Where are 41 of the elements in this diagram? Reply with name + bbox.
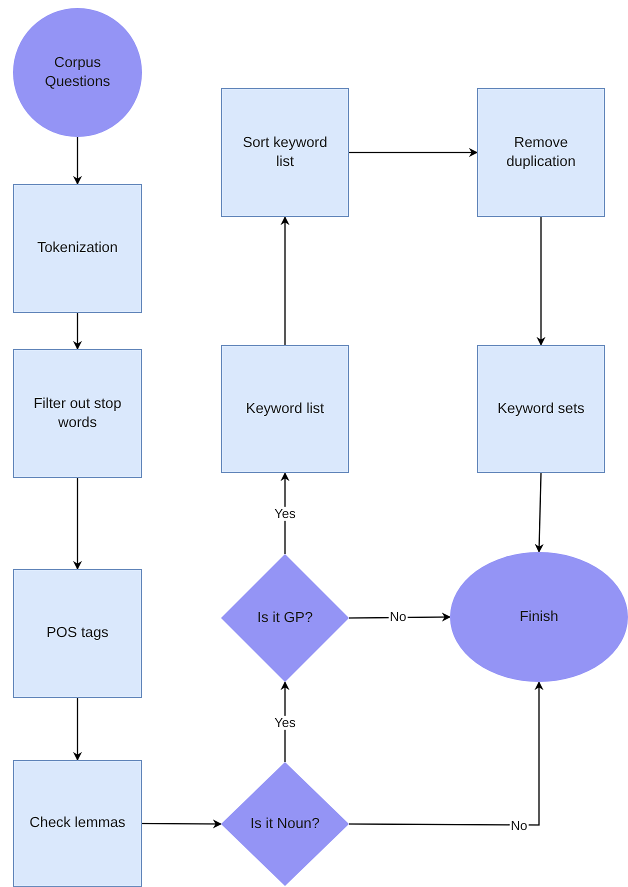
decision-diamond	[221, 554, 349, 682]
process-box	[13, 569, 142, 698]
node-label: Keyword list	[244, 400, 326, 418]
start-circle	[13, 8, 142, 137]
edge-label: No	[388, 610, 408, 624]
process-box	[13, 760, 142, 887]
edge-label: No	[510, 818, 528, 834]
process-box	[477, 345, 605, 473]
node-label: Check lemmas	[28, 814, 126, 833]
arrow	[73, 313, 82, 350]
node-label: Sort keyword list	[242, 134, 328, 172]
edge-label: Yes	[273, 716, 297, 730]
node-label: Remove duplication	[505, 134, 577, 172]
process-box	[13, 184, 142, 313]
process-box	[221, 88, 349, 217]
arrow	[349, 681, 544, 826]
node-label: Is it GP?	[256, 608, 314, 628]
node-label: Finish	[518, 608, 560, 626]
arrow	[142, 819, 222, 828]
arrow	[536, 217, 546, 346]
arrow	[534, 472, 544, 553]
arrow	[349, 148, 478, 157]
arrow	[280, 472, 290, 554]
node-label: Tokenization	[36, 239, 119, 258]
arrow	[73, 698, 82, 761]
decision-diamond	[221, 762, 349, 886]
arrow	[349, 612, 451, 622]
node-label: Keyword sets	[496, 400, 586, 418]
process-box	[221, 345, 349, 473]
node-label: Is it Noun?	[249, 814, 321, 834]
end-ellipse	[450, 552, 628, 682]
process-box	[13, 349, 142, 478]
node-label: Corpus Questions	[44, 54, 112, 92]
arrow	[73, 137, 82, 185]
process-box	[477, 88, 605, 217]
node-label: Filter out stop words	[32, 394, 122, 432]
arrow	[73, 478, 82, 570]
edge-label: Yes	[273, 506, 297, 522]
node-label: POS tags	[45, 624, 110, 643]
arrow	[280, 681, 290, 762]
arrow	[280, 216, 290, 345]
